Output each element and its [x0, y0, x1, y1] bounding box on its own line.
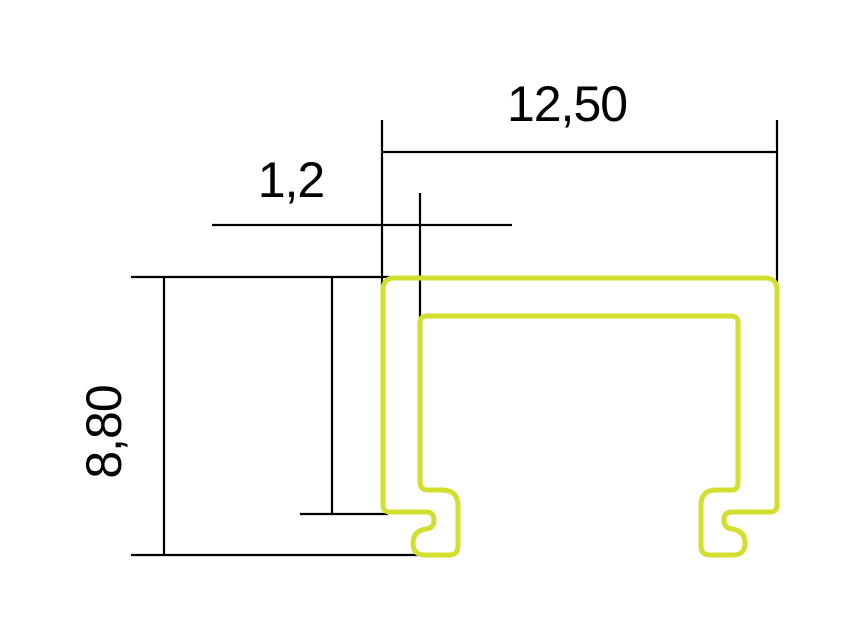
- dimension-lines: [131, 120, 779, 557]
- thickness-label: 1,2: [258, 152, 325, 208]
- width-label: 12,50: [507, 76, 627, 132]
- u-channel-profile: [380, 275, 780, 558]
- height-label: 8,80: [76, 385, 132, 478]
